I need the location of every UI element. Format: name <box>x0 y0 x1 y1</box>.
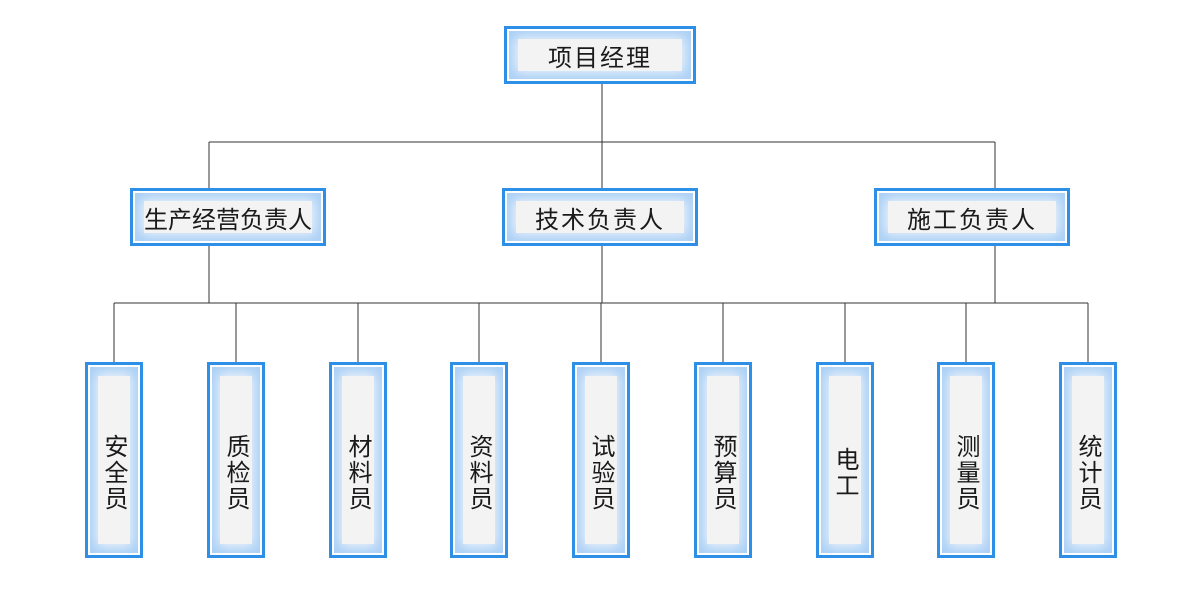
node-staff-statistics: 统计员 <box>1059 362 1117 558</box>
node-staff-testing: 试验员 <box>572 362 630 558</box>
node-staff-budget: 预算员 <box>694 362 752 558</box>
node-staff-safety: 安全员 <box>85 362 143 558</box>
node-label: 电工 <box>829 376 861 544</box>
node-staff-quality: 质检员 <box>207 362 265 558</box>
node-label: 施工负责人 <box>888 201 1056 234</box>
node-project-manager: 项目经理 <box>504 26 696 84</box>
node-label: 技术负责人 <box>516 201 684 234</box>
node-staff-materials: 材料员 <box>329 362 387 558</box>
node-label: 试验员 <box>585 376 617 544</box>
node-label: 测量员 <box>950 376 982 544</box>
node-technical-manager: 技术负责人 <box>502 188 698 246</box>
node-label: 质检员 <box>220 376 252 544</box>
node-label: 资料员 <box>463 376 495 544</box>
node-construction-manager: 施工负责人 <box>874 188 1070 246</box>
node-staff-documents: 资料员 <box>450 362 508 558</box>
node-label: 材料员 <box>342 376 374 544</box>
node-label: 统计员 <box>1072 376 1104 544</box>
node-production-manager: 生产经营负责人 <box>130 188 326 246</box>
node-label: 生产经营负责人 <box>144 201 312 234</box>
node-staff-surveying: 测量员 <box>937 362 995 558</box>
node-label: 项目经理 <box>518 39 682 72</box>
node-label: 安全员 <box>98 376 130 544</box>
node-staff-electrician: 电工 <box>816 362 874 558</box>
node-label: 预算员 <box>707 376 739 544</box>
